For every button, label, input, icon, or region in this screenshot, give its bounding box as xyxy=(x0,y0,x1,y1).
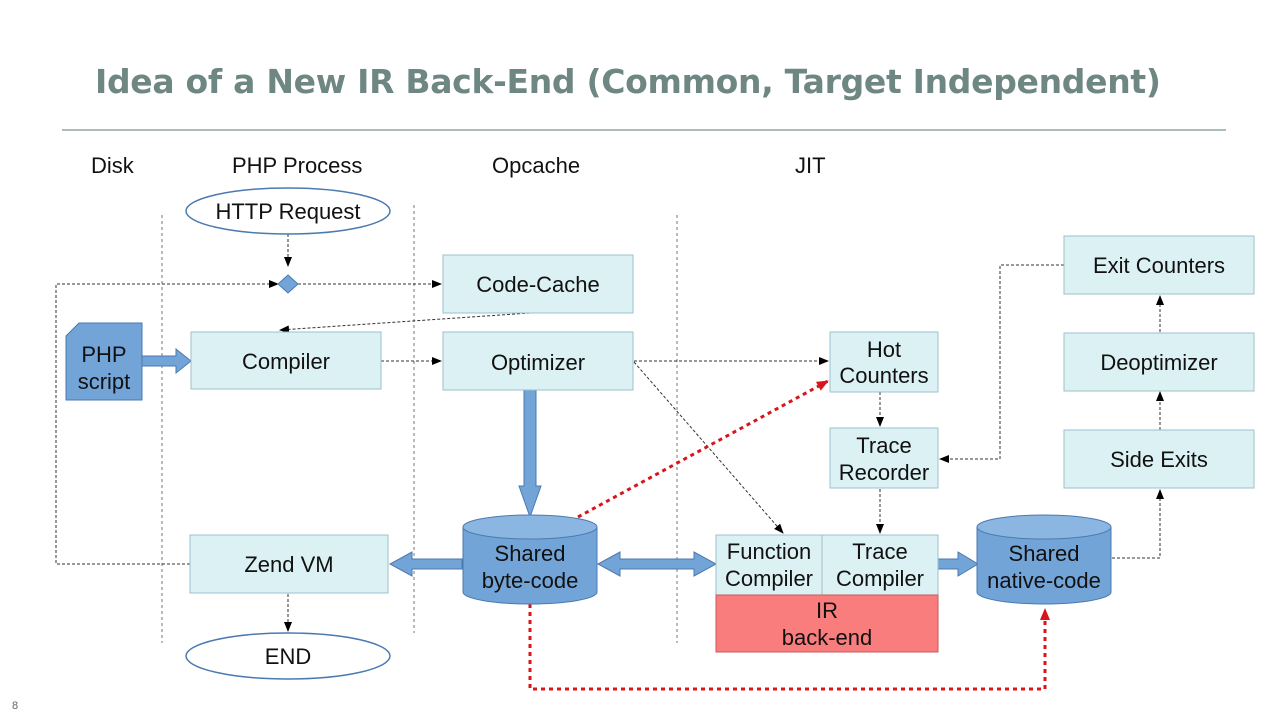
shared-native-code-label-line2: native-code xyxy=(987,568,1101,593)
code-cache-box xyxy=(442,254,634,314)
arrow-bytecode-to-native-code xyxy=(528,604,1050,691)
trace-recorder-label-line2: Recorder xyxy=(839,460,929,485)
side-exits-box xyxy=(1063,429,1255,489)
arrow-bytecode-jit-bidirectional xyxy=(596,551,718,577)
hot-counters-box xyxy=(829,331,939,393)
arrow-optimizer-to-bytecode xyxy=(518,389,542,519)
column-label-php-process: PHP Process xyxy=(232,153,362,178)
trace-recorder-label-line1: Trace xyxy=(856,433,911,458)
deoptimizer-box xyxy=(1063,332,1255,392)
deoptimizer-label: Deoptimizer xyxy=(1100,350,1217,375)
column-label-disk: Disk xyxy=(91,153,135,178)
php-script-label-line2: script xyxy=(78,369,131,394)
exit-counters-label: Exit Counters xyxy=(1093,253,1225,278)
column-label-jit: JIT xyxy=(795,153,826,178)
zend-vm-label: Zend VM xyxy=(244,552,333,577)
optimizer-label: Optimizer xyxy=(491,350,585,375)
http-request-label: HTTP Request xyxy=(215,199,360,224)
arrow-zendvm-loop-to-decision xyxy=(55,280,279,565)
arrow-exitcounters-to-tracerecorder xyxy=(939,264,1064,463)
slide-number: 8 xyxy=(12,700,19,712)
column-label-opcache: Opcache xyxy=(492,153,580,178)
trace-compiler-label-line1: Trace xyxy=(852,539,907,564)
arrow-jit-to-native-code xyxy=(937,551,979,577)
shared-bytecode-label-line2: byte-code xyxy=(482,568,579,593)
shared-native-code-label-line1: Shared xyxy=(1009,541,1080,566)
arrow-codecache-to-compiler xyxy=(279,312,531,334)
ir-backend-label-line2: back-end xyxy=(782,625,873,650)
shared-bytecode-label-line1: Shared xyxy=(495,541,566,566)
ir-backend-box xyxy=(715,594,939,653)
arrow-bytecode-to-zendvm xyxy=(388,551,463,577)
exit-counters-box xyxy=(1063,235,1255,295)
title-divider xyxy=(62,129,1226,131)
trace-recorder-box xyxy=(829,427,939,489)
end-node xyxy=(185,632,391,680)
arrow-script-to-compiler xyxy=(141,347,192,375)
php-script-label-line1: PHP xyxy=(81,342,126,367)
arrow-optimizer-to-function-compiler xyxy=(633,361,784,534)
trace-compiler-box xyxy=(821,534,939,596)
code-cache-label: Code-Cache xyxy=(476,272,600,297)
cache-decision-diamond xyxy=(277,274,299,294)
ir-backend-label-line1: IR xyxy=(816,598,838,623)
hot-counters-label-line2: Counters xyxy=(839,363,928,388)
shared-native-code-cylinder xyxy=(976,514,1112,605)
zend-vm-box xyxy=(189,534,389,594)
optimizer-box xyxy=(442,331,634,391)
trace-compiler-label-line2: Compiler xyxy=(836,566,924,591)
arrow-native-to-sideexits xyxy=(1112,489,1164,559)
end-label: END xyxy=(265,644,311,669)
side-exits-label: Side Exits xyxy=(1110,447,1208,472)
hot-counters-label-line1: Hot xyxy=(867,337,901,362)
slide-title: Idea of a New IR Back-End (Common, Targe… xyxy=(95,62,1161,101)
arrow-bytecode-to-hotcounters xyxy=(577,379,829,519)
function-compiler-label-line2: Compiler xyxy=(725,566,813,591)
shared-bytecode-cylinder xyxy=(462,514,598,605)
http-request-node xyxy=(185,187,391,235)
compiler-label: Compiler xyxy=(242,349,330,374)
php-script-document xyxy=(65,322,143,401)
function-compiler-label-line1: Function xyxy=(727,539,811,564)
compiler-box xyxy=(190,331,382,390)
function-compiler-box xyxy=(715,534,823,596)
